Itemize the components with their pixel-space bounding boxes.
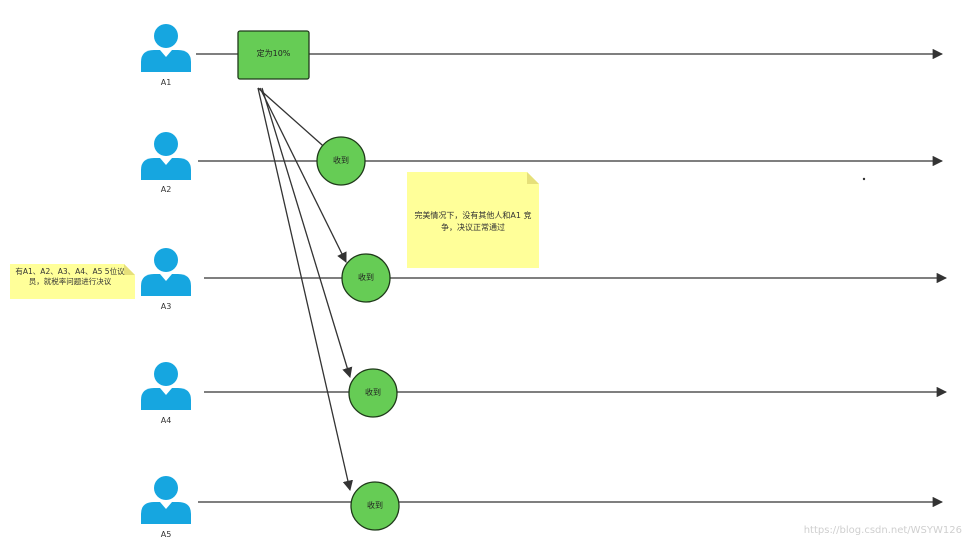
person-icon — [141, 476, 191, 524]
scenario-note-text: 有A1、A2、A3、A4、A5 5位议员，就税率问题进行决议 — [15, 267, 125, 287]
stray-dot — [862, 177, 866, 181]
receipt-node-a5 — [350, 481, 400, 531]
person-icon — [141, 248, 191, 296]
receipt-label-a4: 收到 — [365, 388, 381, 397]
receipt-node-a4 — [348, 368, 398, 418]
message-arrow-a4 — [261, 87, 353, 378]
participant-label-a2: A2 — [160, 185, 172, 194]
receipt-node-a3 — [341, 253, 391, 303]
ideal-case-note-text: 完美情况下，没有其他人和A1 竞争，决议正常通过 — [414, 211, 532, 232]
participant-label-a5: A5 — [160, 530, 172, 539]
participant-label-a1: A1 — [160, 78, 172, 87]
person-icon — [141, 362, 191, 410]
ideal-case-note-fold — [527, 172, 539, 184]
proposal-label: 定为10% — [256, 49, 291, 58]
receipt-label-a5: 收到 — [367, 501, 383, 510]
message-arrow-a3 — [259, 87, 347, 263]
participant-label-a4: A4 — [160, 416, 172, 425]
person-icon — [141, 24, 191, 72]
scenario-note — [10, 264, 135, 299]
person-icon — [141, 132, 191, 180]
message-arrow-a2 — [257, 87, 331, 153]
participant-label-a3: A3 — [160, 302, 172, 311]
message-arrow-a5 — [257, 87, 353, 492]
receipt-label-a2: 收到 — [333, 156, 349, 165]
receipt-label-a3: 收到 — [358, 273, 374, 282]
watermark: https://blog.csdn.net/WSYW126 — [803, 525, 962, 536]
scenario-note-fold — [124, 264, 135, 275]
receipt-node-a2 — [316, 136, 366, 186]
proposal-node — [237, 30, 310, 80]
ideal-case-note — [407, 172, 539, 268]
